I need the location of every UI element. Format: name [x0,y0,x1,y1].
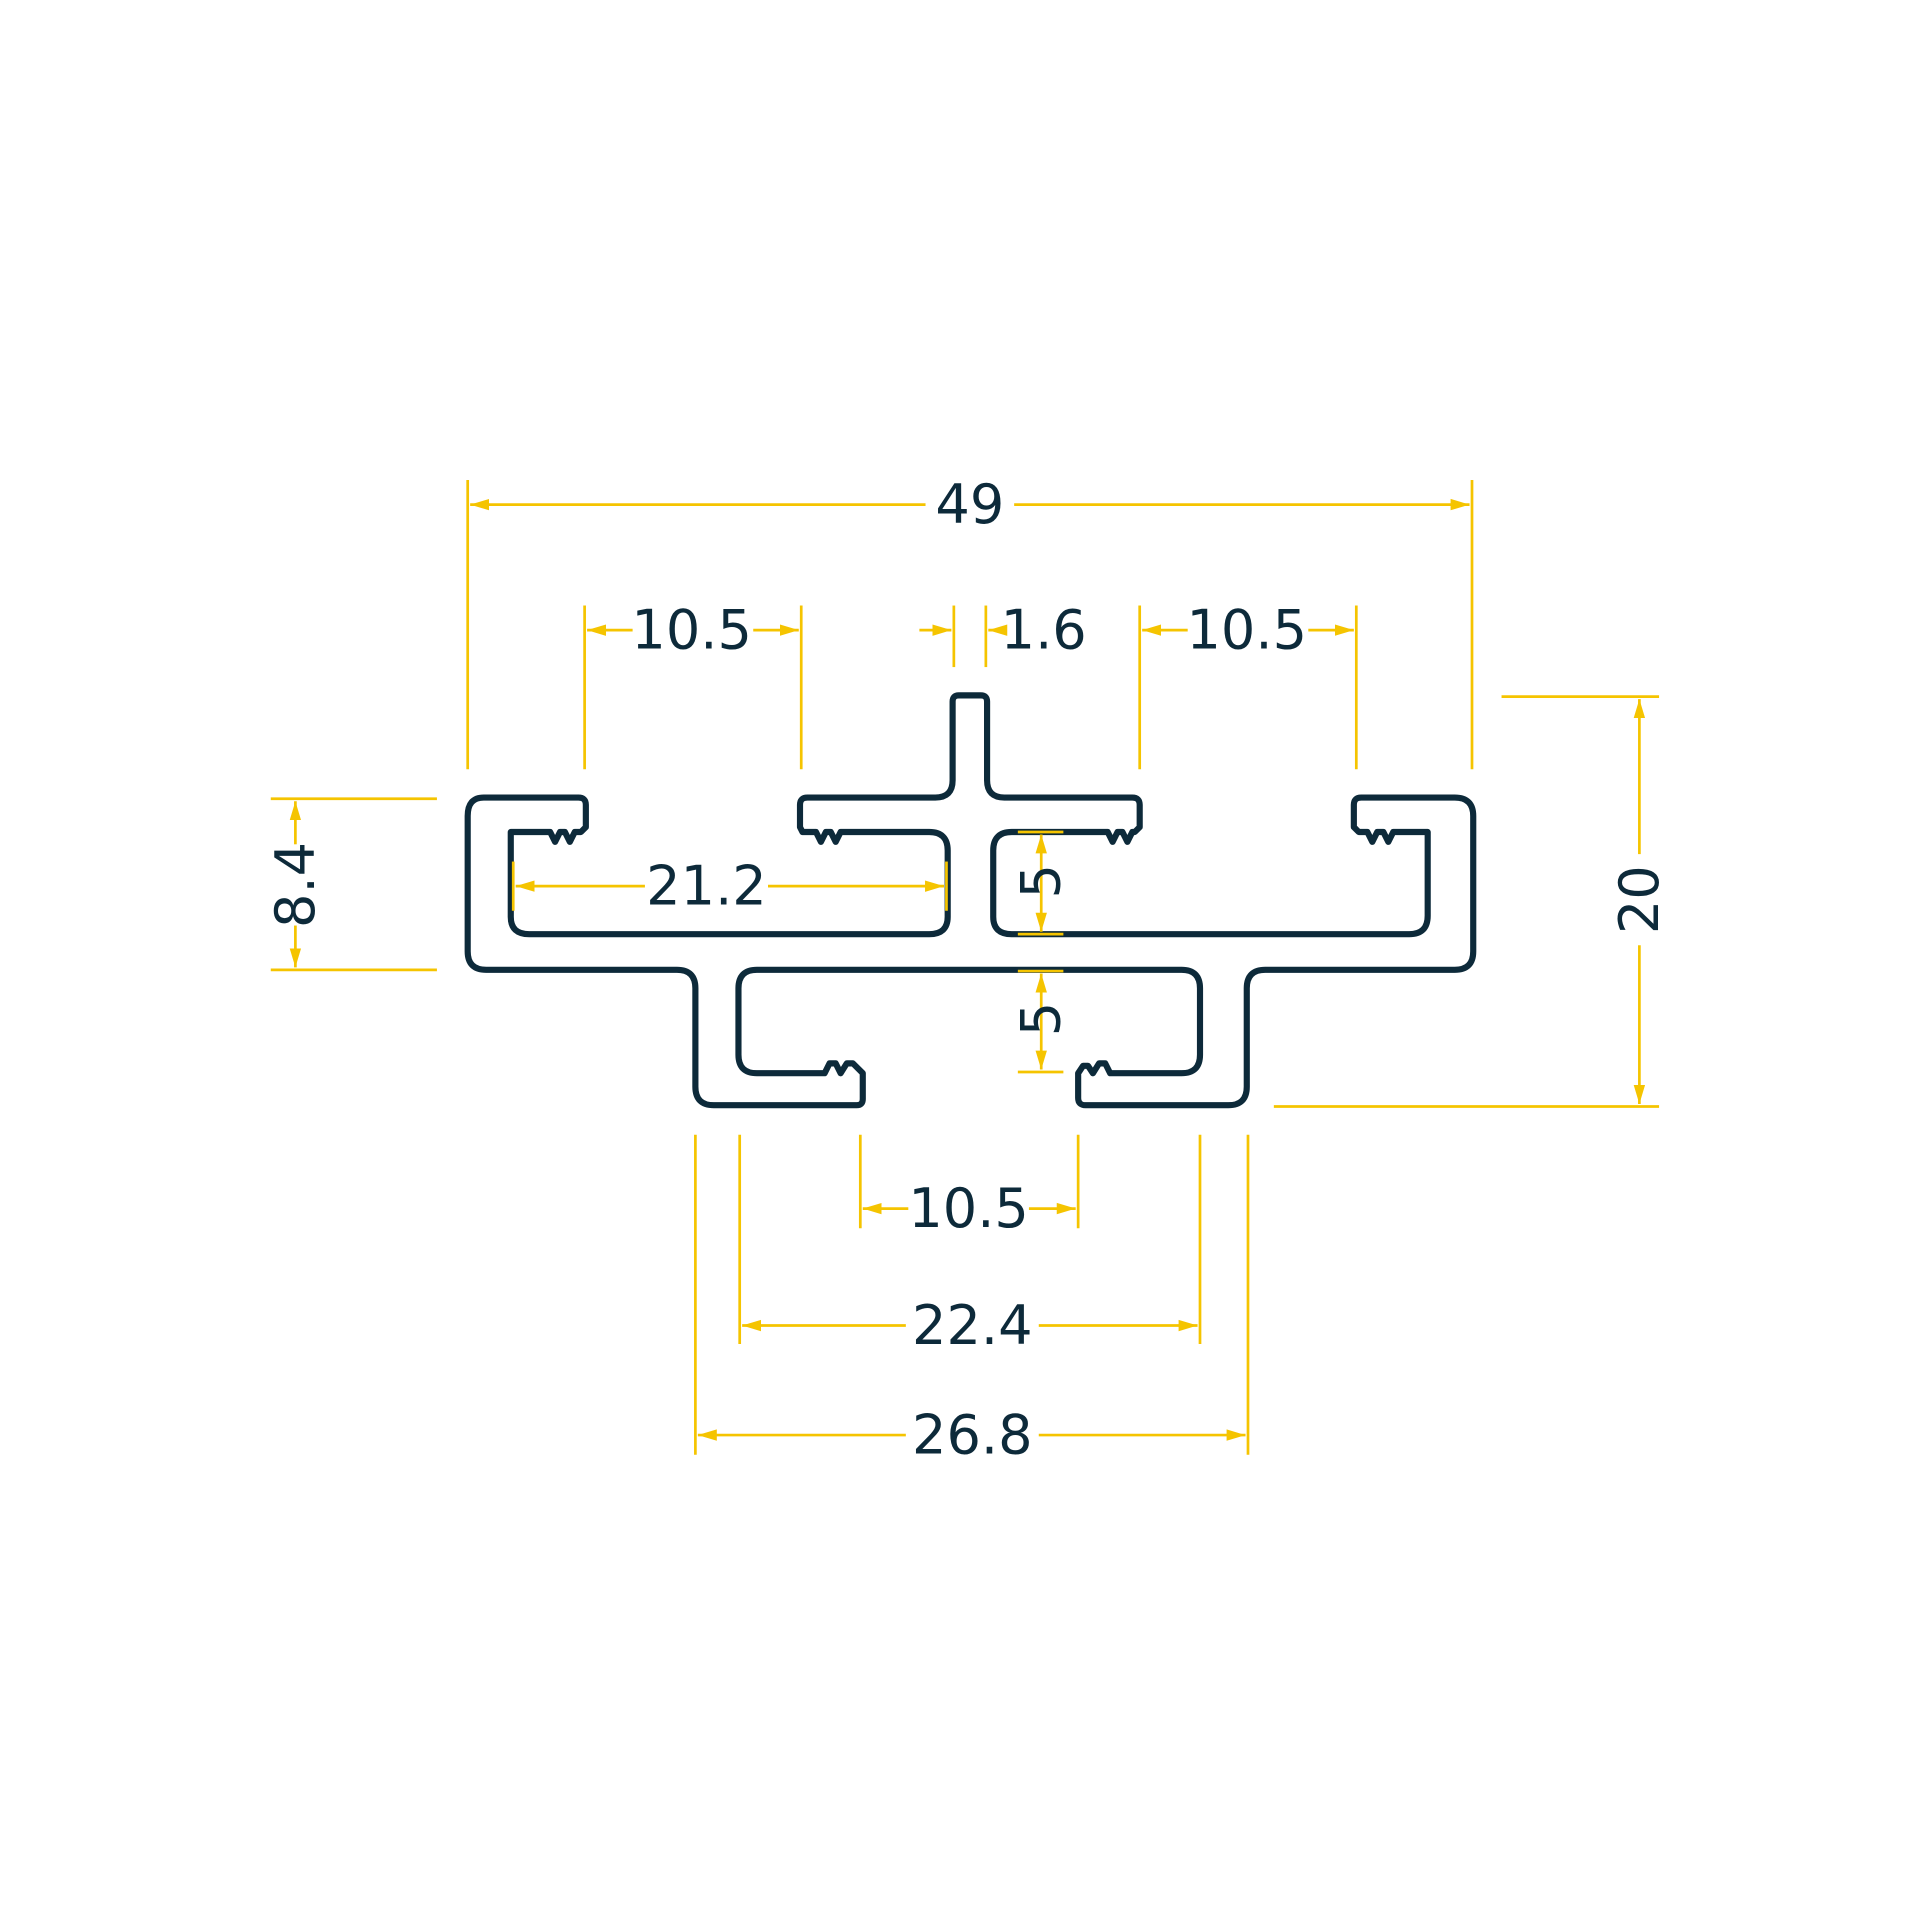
label-overall-height: 20 [1608,865,1671,934]
extension-lines [270,480,1660,1455]
label-left-channel: 21.2 [646,855,767,918]
label-overall-width: 49 [935,473,1004,536]
label-bottom-slot: 10.5 [908,1177,1029,1240]
aluminium-profile-outline [464,692,1477,1109]
dimension-lines [289,498,1646,1441]
label-top-right-slot: 10.5 [1186,599,1307,662]
label-lower-channel: 5 [1010,1002,1073,1036]
label-flange-height: 8.4 [264,842,327,928]
label-center-fin: 1.6 [1001,599,1087,662]
label-upper-channel: 5 [1010,864,1073,898]
label-bottom-outer: 26.8 [912,1404,1033,1467]
label-bottom-inner: 22.4 [912,1294,1033,1357]
label-top-left-slot: 10.5 [631,599,752,662]
